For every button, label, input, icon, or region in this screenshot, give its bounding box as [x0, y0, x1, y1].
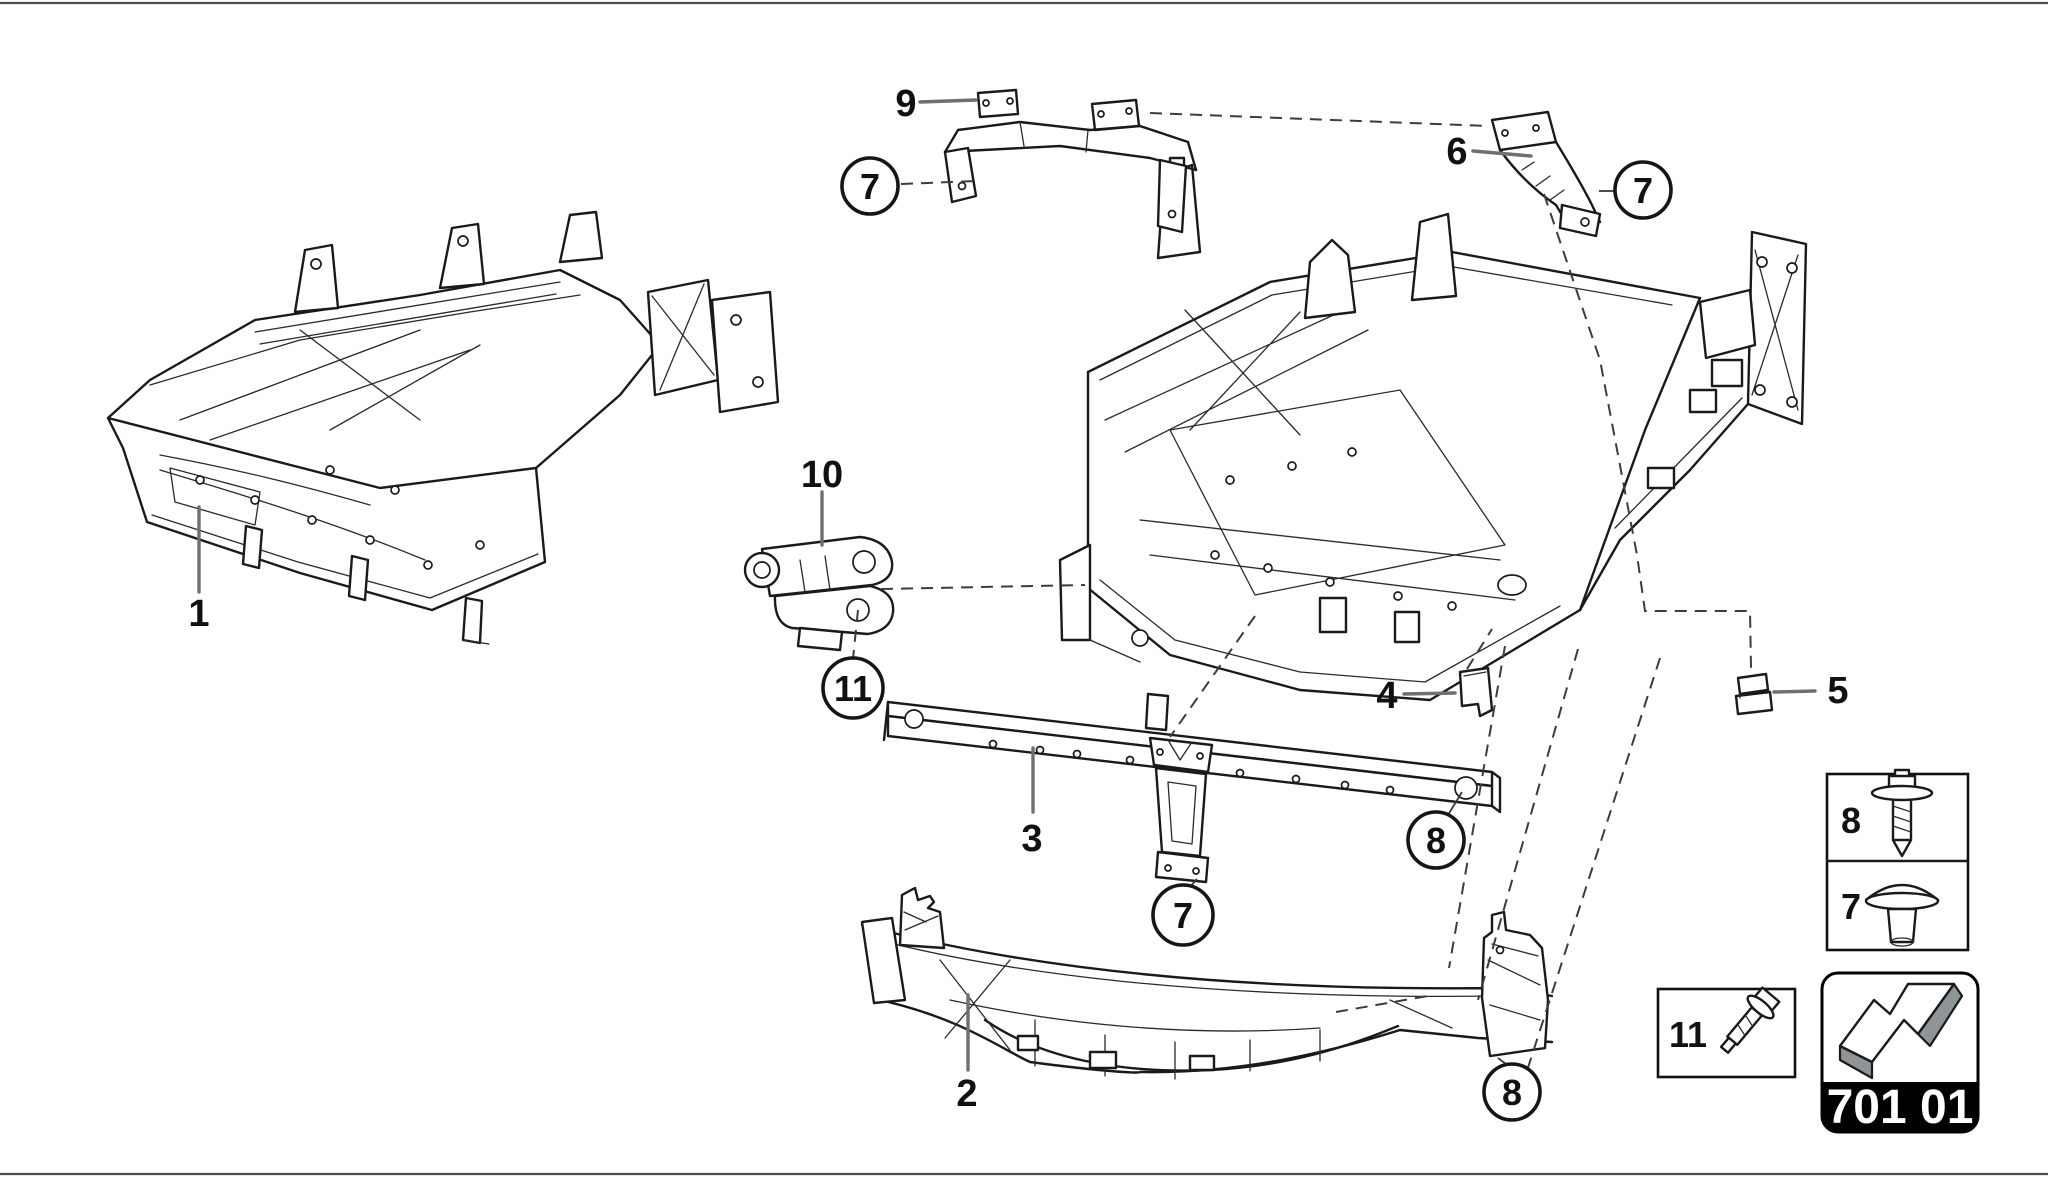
callout-part-6[interactable]: 6 [1446, 131, 1467, 173]
callout-11-label[interactable]: 11 [834, 668, 872, 709]
callout-part-3[interactable]: 3 [1021, 818, 1042, 860]
legend-8-label: 8 [1841, 800, 1861, 841]
crossmember-part-3-drawing [882, 692, 1502, 884]
table-code-card[interactable]: 701 01 [1820, 971, 1980, 1134]
callout-fastener-11[interactable]: 11 [821, 656, 885, 720]
table-code-bar [1822, 1082, 1978, 1132]
callout-part-1[interactable]: 1 [188, 593, 209, 635]
direction-arrow-icon [1838, 982, 1964, 1080]
clip-part-5-drawing [1734, 672, 1774, 716]
leader-part-5 [1772, 689, 1817, 694]
bracket-part-6-drawing [1490, 110, 1602, 238]
round-head-screw-icon [1864, 883, 1940, 947]
leader-part-6 [1471, 149, 1533, 158]
bracket-part-4-drawing [1458, 666, 1494, 718]
callout-8-label[interactable]: 8 [1502, 1072, 1522, 1113]
legend-11-label: 11 [1669, 1014, 1707, 1055]
link-part-10-drawing [743, 535, 895, 652]
assembly-dashed-lines [852, 112, 1752, 1081]
callout-fastener-7-top-left[interactable]: 7 [840, 156, 900, 216]
bracket-part-9-drawing [943, 88, 1198, 234]
bumper-beam-part-2-drawing [860, 886, 1554, 1080]
table-code-text[interactable]: 701 01 [1827, 1081, 1974, 1134]
legend-fastener-box: 8 7 [1825, 768, 1970, 952]
main-front-frame-drawing [1058, 156, 1808, 702]
callout-fastener-7-top-right[interactable]: 7 [1613, 160, 1673, 220]
callout-7-label[interactable]: 7 [1173, 895, 1193, 936]
hex-flange-bolt-icon [1719, 986, 1781, 1054]
callout-part-10[interactable]: 10 [801, 454, 843, 496]
leader-fastener-8-upper [1447, 791, 1463, 816]
callout-part-9[interactable]: 9 [895, 83, 916, 125]
leader-part-4 [1402, 691, 1457, 696]
hex-flange-self-tapping-screw-icon [1870, 768, 1934, 858]
legend-bolt-box: 11 [1656, 986, 1797, 1079]
callout-fastener-8-upper[interactable]: 8 [1406, 810, 1466, 870]
leader-part-9 [918, 98, 978, 104]
callout-fastener-7-bottom[interactable]: 7 [1151, 883, 1215, 947]
callout-part-5[interactable]: 5 [1827, 670, 1848, 712]
leader-fastener-8-lower [1497, 1057, 1507, 1065]
callout-fastener-8-lower[interactable]: 8 [1482, 1062, 1542, 1122]
callout-7-label[interactable]: 7 [860, 166, 880, 207]
callout-8-label[interactable]: 8 [1426, 820, 1446, 861]
callout-part-4[interactable]: 4 [1376, 675, 1397, 717]
callout-7-label[interactable]: 7 [1633, 170, 1653, 211]
legend-7-label: 7 [1841, 886, 1861, 927]
callout-part-2[interactable]: 2 [956, 1073, 977, 1115]
front-frame-assembly-drawing [106, 210, 780, 645]
